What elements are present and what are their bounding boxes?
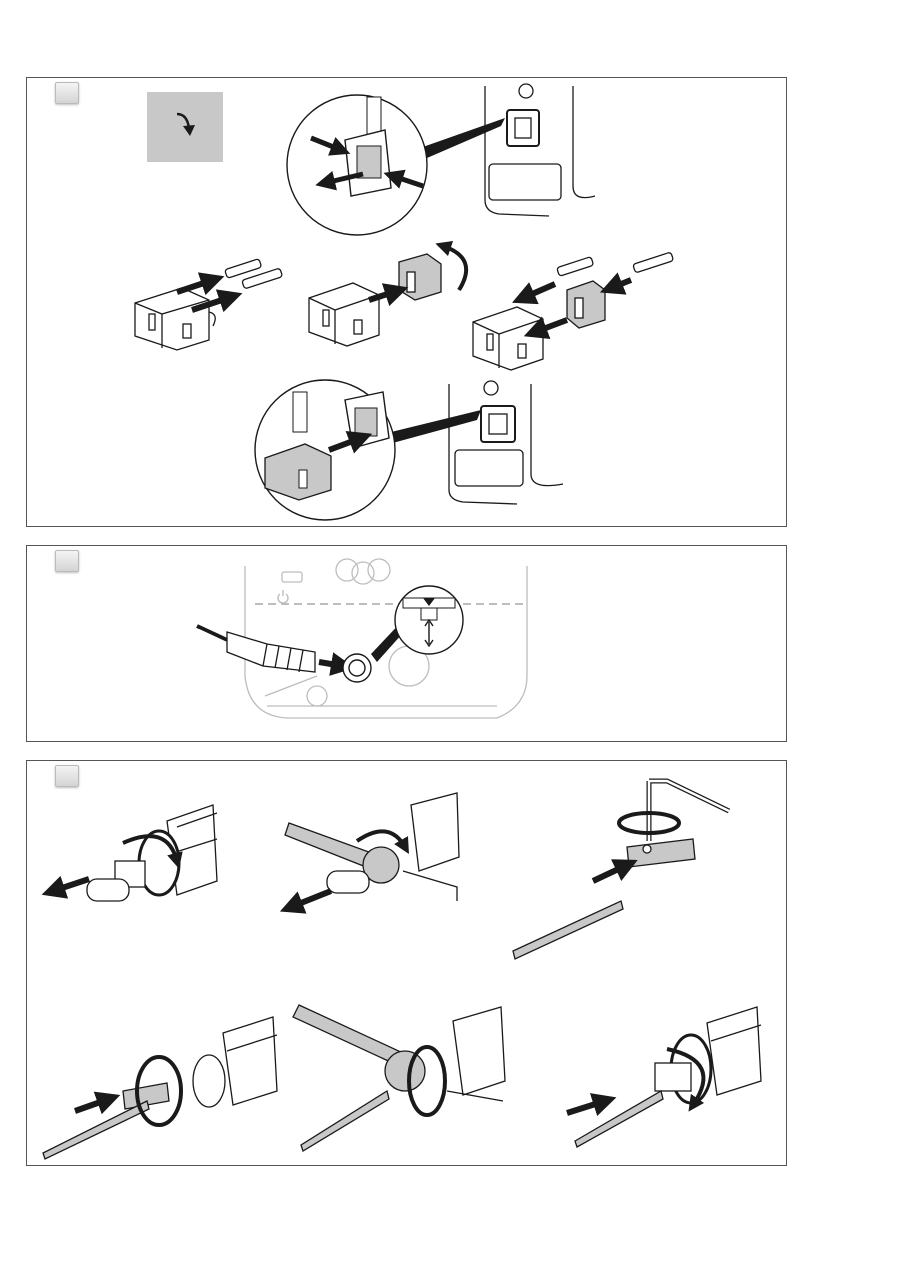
fuse-replacement-panel	[26, 77, 787, 527]
fuse-replacement-illustration	[27, 78, 787, 527]
handpiece-connection-panel	[26, 545, 787, 742]
hex-key-step	[513, 781, 729, 959]
handpiece-socket	[343, 654, 371, 682]
fuse-holder-insert-fuses	[135, 259, 283, 350]
tip-exchange-panel	[26, 760, 787, 1166]
handpiece-plug	[197, 626, 343, 672]
wrench-tighten-step	[293, 1005, 505, 1151]
tip-exchange-illustration	[27, 761, 787, 1166]
handpiece-connection-illustration	[27, 546, 787, 742]
switch-off-icon	[147, 92, 223, 162]
fuse-holder-replace-fuses	[473, 252, 674, 370]
power-icon	[278, 590, 288, 603]
device-rear-top	[485, 84, 595, 216]
wrench-loosen-step	[285, 793, 459, 907]
fuse-holder-insert-zoom	[255, 380, 481, 520]
unscrew-nut-step	[53, 805, 217, 901]
device-rear-bottom	[449, 381, 563, 504]
fuse-holder-zoom	[287, 95, 505, 235]
insert-tip-step	[43, 1017, 277, 1159]
tighten-nut-step	[567, 1007, 761, 1147]
socket-detail-zoom	[371, 586, 463, 662]
fuse-holder-spare-drawer	[309, 246, 466, 346]
